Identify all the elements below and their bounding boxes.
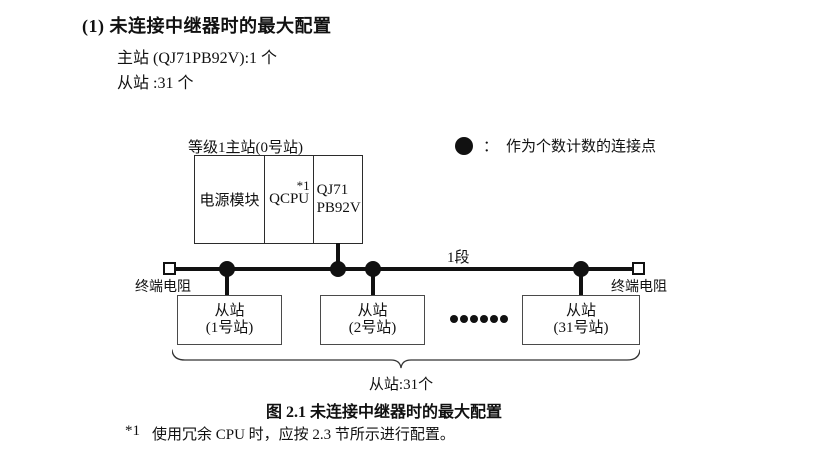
slave1-drop-line <box>225 269 229 296</box>
slave-box-label: 从站 (31号站) <box>553 302 609 336</box>
segment-label: 1段 <box>447 250 470 266</box>
module-power-supply: 电源模块 <box>195 156 266 243</box>
master-drop-line <box>336 243 340 269</box>
slave-box-31: 从站 (31号站) <box>522 295 640 345</box>
slave-box-label: 从站 (1号站) <box>205 302 254 336</box>
terminator-left-label: 终端电阻 <box>135 280 191 295</box>
module-qj71pb92v: QJ71 PB92V <box>314 156 362 243</box>
legend-label: 作为个数计数的连接点 <box>506 139 657 155</box>
master-count-line: 主站 (QJ71PB92V):1 个 <box>117 50 278 67</box>
master-station-label: 等级1主站(0号站) <box>188 140 303 156</box>
connection-dot <box>365 261 381 277</box>
slave-total-label: 从站:31个 <box>368 377 434 393</box>
figure-caption: 图 2.1 未连接中继器时的最大配置 <box>266 404 503 421</box>
slave2-drop-line <box>371 269 375 296</box>
footnote-text: 使用冗余 CPU 时，应按 2.3 节所示进行配置。 <box>152 427 455 443</box>
footnote-ref-mark: *1 <box>296 178 310 193</box>
legend: ： 作为个数计数的连接点 <box>455 135 656 156</box>
slave-box-2: 从站 (2号站) <box>320 295 425 345</box>
bus-line <box>175 267 633 271</box>
footnote: *1 使用冗余 CPU 时，应按 2.3 节所示进行配置。 <box>125 423 455 444</box>
ellipsis-dots <box>450 315 508 323</box>
connection-dot <box>573 261 589 277</box>
slave31-drop-line <box>579 269 583 296</box>
module-qcpu-label: QCPU <box>269 191 310 207</box>
terminator-left-icon <box>163 262 176 275</box>
connection-point-icon <box>455 136 473 155</box>
slave-count-brace <box>172 349 640 369</box>
terminator-right-label: 终端电阻 <box>611 280 667 295</box>
master-station-box: 电源模块 *1 QCPU QJ71 PB92V <box>194 155 363 244</box>
connection-dot <box>219 261 235 277</box>
module-qj71pb92v-label: QJ71 PB92V <box>316 182 361 216</box>
slave-box-label: 从站 (2号站) <box>348 302 397 336</box>
slave-count-line: 从站 :31 个 <box>117 75 194 92</box>
page-title: (1) 未连接中继器时的最大配置 <box>82 16 332 36</box>
terminator-right-icon <box>632 262 645 275</box>
connection-dot <box>330 261 346 277</box>
legend-colon: ： <box>483 139 499 155</box>
slave-box-1: 从站 (1号站) <box>177 295 282 345</box>
footnote-marker: *1 <box>125 423 140 439</box>
module-qcpu: *1 QCPU <box>265 156 314 243</box>
